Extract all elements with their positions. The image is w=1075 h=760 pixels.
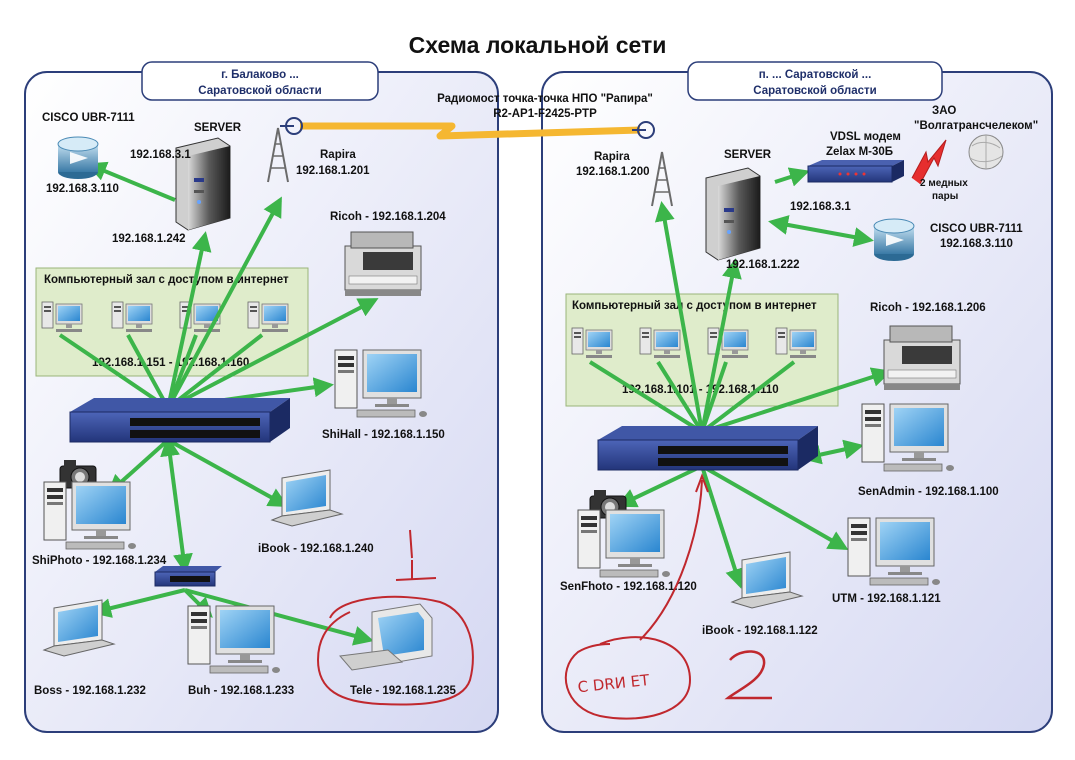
link-switch-server-left: [166, 231, 212, 409]
globe-icon: [968, 134, 1004, 170]
right-zao-line2: "Волгатрансчелеком": [914, 120, 1038, 132]
right-room-title: Компьютерный зал с доступом в интернет: [572, 300, 817, 312]
right-hand-number-mark: [724, 650, 772, 700]
link-switch-rapira-left: [166, 196, 282, 409]
link-switch-subswitch: [160, 436, 193, 574]
left-header-tab: [141, 61, 379, 101]
left-links: [58, 161, 379, 646]
right-pairs-line1: 2 медных: [920, 178, 968, 189]
right-senfhoto-label: SenFhoto - 192.168.1.120: [560, 581, 697, 593]
left-sub-switch-icon: [154, 566, 222, 587]
left-header-line1: г. Балаково ...: [221, 69, 299, 81]
right-cisco-ip: 192.168.3.110: [940, 238, 1013, 250]
left-header-line2: Саратовской области: [198, 85, 321, 97]
left-tele-terminal-icon: [339, 603, 433, 671]
right-dsl-lightning-icon: [911, 139, 947, 185]
right-cisco-name: CISCO UBR-7111: [930, 223, 1023, 235]
right-vdsl-modem-icon: [807, 160, 904, 183]
right-senadmin-label: SenAdmin - 192.168.1.100: [858, 486, 999, 498]
link-subswitch-boss: [91, 588, 186, 618]
left-tele-label: Tele - 192.168.1.235: [350, 685, 457, 697]
left-cisco-router-icon: [57, 136, 99, 180]
right-header-line2: Саратовской области: [753, 85, 876, 97]
left-server-name: SERVER: [194, 122, 242, 134]
left-room-range: 192.168.1.151 - 192.168.1.160: [92, 357, 249, 369]
right-room-range: 192.168.1.101 - 192.168.1.110: [622, 384, 779, 396]
right-pairs-line2: пары: [932, 191, 958, 202]
right-utm-label: UTM - 192.168.1.121: [832, 593, 941, 605]
right-main-switch-icon: [597, 426, 818, 471]
link-switch-room-r1: [588, 360, 704, 434]
link-server-cisco-right: [768, 215, 874, 247]
right-header-line1: п. ... Саратовской ...: [759, 69, 872, 81]
right-ricoh-label: Ricoh - 192.168.1.206: [870, 302, 986, 314]
link-switch-room-2: [126, 334, 170, 409]
right-cisco-router-icon: [873, 218, 915, 262]
left-cisco-name: CISCO UBR-7111: [42, 112, 135, 124]
left-server-ip-bottom: 192.168.1.242: [112, 233, 186, 245]
link-server-modem: [774, 167, 810, 187]
right-server-name: SERVER: [724, 149, 772, 161]
radio-link-model: R2-AP1-F2425-PTP: [493, 108, 597, 120]
right-hand-pointer: [639, 479, 703, 641]
link-switch-ibook-right: [700, 465, 745, 589]
right-server-ip-top: 192.168.3.1: [790, 201, 851, 213]
link-switch-room-4: [166, 333, 264, 410]
link-subswitch-tele: [184, 588, 374, 646]
right-hand-oval: [564, 636, 692, 720]
right-modem-line2: Zelax M-30Б: [826, 146, 893, 158]
link-switch-ricoh-right: [701, 367, 892, 434]
left-server-ip-top: 192.168.3.1: [130, 149, 191, 161]
left-ricoh-label: Ricoh - 192.168.1.204: [330, 211, 446, 223]
link-server-cisco-left: [86, 161, 176, 202]
right-zao-line1: ЗАО: [932, 105, 956, 117]
left-hand-circle: [316, 595, 474, 706]
left-buh-label: Buh - 192.168.1.233: [188, 685, 294, 697]
right-header-tab: [687, 61, 943, 101]
link-switch-room-3: [166, 334, 198, 409]
link-switch-room-r4: [700, 360, 796, 434]
link-switch-senfhoto: [616, 464, 703, 508]
right-ricoh-printer-icon: [883, 325, 961, 391]
left-room-title: Компьютерный зал с доступом в интернет: [44, 274, 289, 286]
left-cisco-ip: 192.168.3.110: [46, 183, 119, 195]
left-shihall-label: ShiHall - 192.168.1.150: [322, 429, 445, 441]
right-ibook-label: iBook - 192.168.1.122: [702, 625, 818, 637]
left-rapira-ip: 192.168.1.201: [296, 165, 370, 177]
left-ricoh-printer-icon: [344, 231, 422, 297]
left-shiphoto-label: ShiPhoto - 192.168.1.234: [32, 555, 167, 567]
right-modem-line1: VDSL модем: [830, 131, 901, 143]
link-switch-utm: [701, 464, 849, 550]
left-main-switch-icon: [69, 398, 290, 443]
link-switch-room-1: [58, 333, 170, 410]
link-switch-server-right: [700, 258, 742, 433]
left-rapira-name: Rapira: [320, 149, 356, 161]
link-switch-ricoh-left: [167, 298, 379, 410]
right-server-icon: [705, 167, 761, 261]
right-rapira-ip: 192.168.1.200: [576, 166, 650, 178]
link-switch-room-r2: [656, 360, 704, 434]
left-boss-label: Boss - 192.168.1.232: [34, 685, 146, 697]
left-ibook-label: iBook - 192.168.1.240: [258, 543, 374, 555]
link-switch-room-r3: [700, 361, 728, 433]
radio-link-title: Радиомост точка-точка НПО "Рапира": [437, 93, 653, 105]
right-rapira-name: Rapira: [594, 151, 630, 163]
diagram-title: Схема локальной сети: [408, 32, 667, 58]
radio-link-bolt: [300, 122, 641, 140]
left-hand-number-mark: [395, 529, 437, 581]
right-server-ip-bottom: 192.168.1.222: [726, 259, 800, 271]
link-switch-rapira-right: [654, 201, 704, 433]
right-hand-arrowhead: [695, 473, 709, 493]
